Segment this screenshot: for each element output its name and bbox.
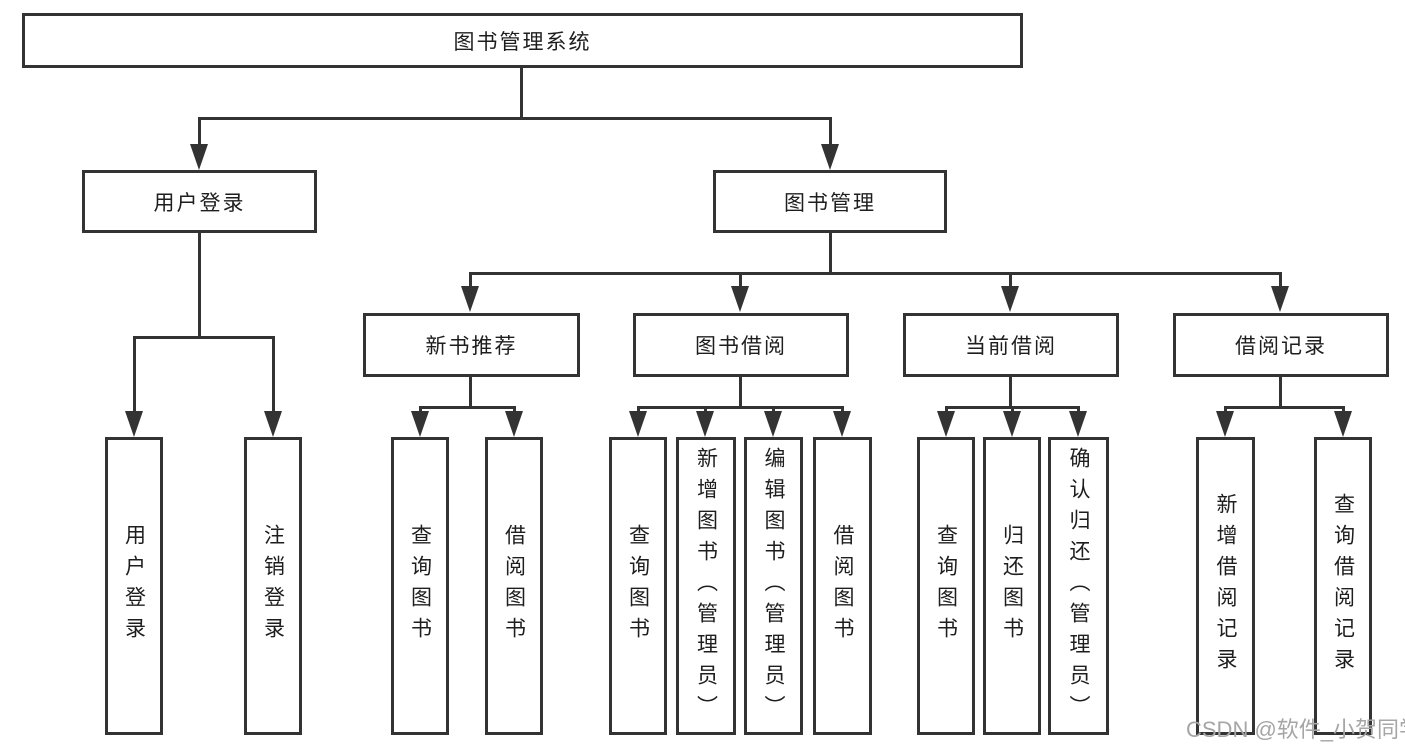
arrow-down-icon xyxy=(1069,411,1087,437)
node-label: 图书管理 xyxy=(784,191,876,215)
node-label: 查询图书 xyxy=(408,524,432,648)
node-book-borrowing: 图书借阅 xyxy=(633,313,849,377)
node-label: 查询借阅记录 xyxy=(1331,493,1355,679)
connector-line xyxy=(133,336,136,414)
watermark: CSDN @软件_小贺同学 xyxy=(1186,717,1405,742)
arrow-down-icon xyxy=(264,411,282,437)
node-add-borrow-record: 新增借阅记录 xyxy=(1196,437,1255,735)
node-label: 编辑图书（管理员） xyxy=(762,446,785,726)
node-query-borrow-record: 查询借阅记录 xyxy=(1314,437,1372,735)
connector-line xyxy=(1009,377,1012,409)
node-label: 新增借阅记录 xyxy=(1214,493,1237,679)
connector-line xyxy=(419,406,516,409)
connector-line xyxy=(198,233,201,339)
arrow-down-icon xyxy=(821,144,839,170)
connector-line xyxy=(133,336,275,339)
node-confirm-return-admin: 确认归还（管理员） xyxy=(1048,437,1109,735)
node-label: 图书借阅 xyxy=(695,335,787,358)
connector-line xyxy=(520,68,523,120)
node-label: 注销登录 xyxy=(261,524,285,648)
connector-line xyxy=(1011,406,1014,415)
node-borrowing-records: 借阅记录 xyxy=(1173,313,1389,377)
node-label: 归还图书 xyxy=(1000,524,1024,648)
connector-line xyxy=(469,377,472,409)
node-book-management: 图书管理 xyxy=(713,170,947,233)
arrow-down-icon xyxy=(937,411,955,437)
connector-line xyxy=(513,406,516,415)
connector-line xyxy=(704,406,707,415)
connector-line xyxy=(1077,406,1080,415)
node-label: 图书管理系统 xyxy=(453,30,592,54)
connector-line xyxy=(469,272,1282,275)
node-label: 查询图书 xyxy=(934,524,958,648)
connector-line xyxy=(272,336,275,414)
node-label: 新增图书（管理员） xyxy=(694,446,718,726)
connector-line xyxy=(829,233,832,275)
arrow-down-icon xyxy=(1003,411,1021,437)
connector-line xyxy=(1224,406,1345,409)
arrow-down-icon xyxy=(1271,286,1289,312)
node-label: 查询图书 xyxy=(626,524,650,648)
arrow-down-icon xyxy=(505,411,523,437)
node-label: 新书推荐 xyxy=(425,335,518,358)
connector-line xyxy=(1279,272,1282,289)
connector-line xyxy=(198,117,201,145)
node-return-books: 归还图书 xyxy=(983,437,1041,735)
node-label: 当前借阅 xyxy=(965,335,1057,358)
node-library-management-system: 图书管理系统 xyxy=(22,13,1023,68)
node-label: 用户登录 xyxy=(153,191,246,215)
connector-line xyxy=(469,272,472,289)
arrow-down-icon xyxy=(461,286,479,312)
connector-line xyxy=(739,377,742,409)
connector-line xyxy=(1009,272,1012,289)
node-user-login: 用户登录 xyxy=(82,170,317,233)
connector-line xyxy=(945,406,948,415)
node-new-book-recommendation: 新书推荐 xyxy=(363,313,580,377)
node-add-book-admin: 新增图书（管理员） xyxy=(676,437,736,735)
node-edit-book-admin: 编辑图书（管理员） xyxy=(744,437,803,735)
node-label: 借阅图书 xyxy=(831,524,854,648)
node-query-books-1: 查询图书 xyxy=(391,437,449,735)
node-label: 借阅图书 xyxy=(502,524,526,648)
node-query-books-3: 查询图书 xyxy=(917,437,975,735)
arrow-down-icon xyxy=(696,411,714,437)
arrow-down-icon xyxy=(833,411,851,437)
node-borrow-books-2: 借阅图书 xyxy=(813,437,872,735)
connector-line xyxy=(841,406,844,415)
arrow-down-icon xyxy=(190,144,208,170)
connector-line xyxy=(198,117,832,120)
node-logout: 注销登录 xyxy=(244,437,302,735)
connector-line xyxy=(637,406,640,415)
arrow-down-icon xyxy=(764,411,782,437)
arrow-down-icon xyxy=(1001,286,1019,312)
connector-line xyxy=(1279,377,1282,409)
arrow-down-icon xyxy=(411,411,429,437)
arrow-down-icon xyxy=(1216,411,1234,437)
arrow-down-icon xyxy=(1334,411,1352,437)
node-query-books-2: 查询图书 xyxy=(609,437,667,735)
node-label: 确认归还（管理员） xyxy=(1067,446,1090,726)
node-borrow-books-1: 借阅图书 xyxy=(485,437,543,735)
arrow-down-icon xyxy=(125,411,143,437)
connector-line xyxy=(739,272,742,289)
node-current-borrowing: 当前借阅 xyxy=(903,313,1119,377)
connector-line xyxy=(772,406,775,415)
connector-line xyxy=(1342,406,1345,415)
arrow-down-icon xyxy=(731,286,749,312)
connector-line xyxy=(1224,406,1227,415)
node-label: 借阅记录 xyxy=(1235,335,1327,358)
connector-line xyxy=(829,117,832,145)
connector-line xyxy=(637,406,844,409)
node-user-login-leaf: 用户登录 xyxy=(105,437,163,735)
connector-line xyxy=(419,406,422,415)
node-label: 用户登录 xyxy=(122,524,146,648)
arrow-down-icon xyxy=(629,411,647,437)
